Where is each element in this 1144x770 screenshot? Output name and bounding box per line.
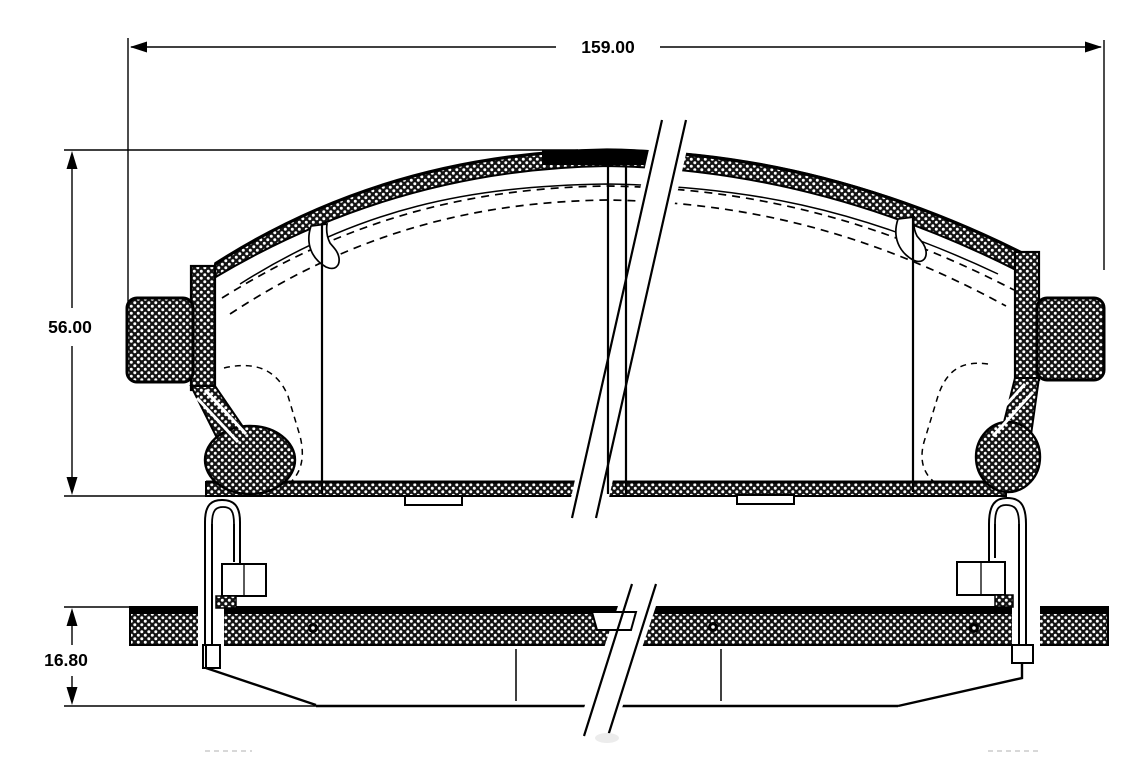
lobe-step-detail-right — [983, 382, 1035, 438]
abutment-ear-left — [125, 296, 195, 384]
break-lines — [582, 583, 658, 737]
band-end-right — [1013, 250, 1041, 382]
dimension-height — [64, 149, 578, 497]
hidden-lobe-outline-left — [223, 364, 304, 487]
wear-indicator-right — [894, 216, 927, 263]
brake-pad-plan-view — [129, 496, 1109, 738]
band-end-left — [189, 264, 217, 392]
spring-clip-left — [202, 498, 267, 669]
dim-arrow-down-icon — [66, 477, 78, 495]
break-lines — [570, 119, 688, 519]
center-notch-tab — [590, 611, 638, 631]
faint-remnant-marks — [205, 733, 1040, 752]
dim-arrow-down-icon — [66, 687, 78, 705]
wear-indicator-left — [307, 223, 340, 270]
lobe-step-detail-left — [195, 388, 248, 444]
dim-arrow-left-icon — [130, 41, 147, 53]
dimension-width — [127, 38, 1105, 302]
bottom-tab-right — [736, 494, 795, 505]
dim-arrow-up-icon — [66, 151, 78, 169]
lower-lobe-left — [203, 424, 297, 496]
spring-clip-right — [956, 496, 1034, 664]
break-gap — [566, 118, 694, 520]
friction-segment-lines — [320, 166, 915, 494]
rivets — [308, 622, 979, 633]
abutment-ear-right — [1035, 296, 1106, 382]
lower-lobe-right — [974, 420, 1042, 494]
thickness-dim-label: 16.80 — [44, 650, 88, 670]
dim-arrow-right-icon — [1085, 41, 1102, 53]
friction-section-ticks — [515, 649, 722, 701]
width-dim-label: 159.00 — [581, 37, 635, 57]
brake-pad-front-view — [125, 118, 1106, 520]
dimension-thickness — [64, 606, 316, 707]
height-dim-label: 56.00 — [48, 317, 92, 337]
dim-arrow-up-icon — [66, 608, 78, 626]
apex-cap — [542, 150, 668, 165]
bottom-tab-left — [404, 495, 463, 506]
